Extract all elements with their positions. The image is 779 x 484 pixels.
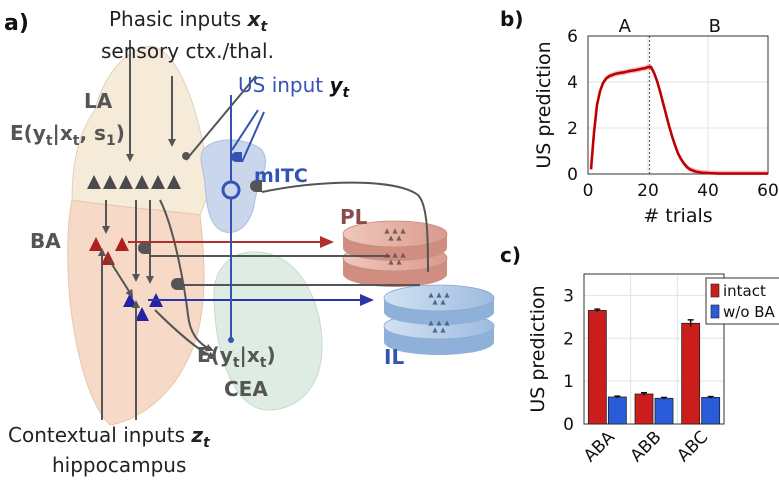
phase-label: B bbox=[709, 16, 721, 37]
mitc-label: mITC bbox=[254, 165, 308, 187]
il-stack bbox=[383, 284, 495, 355]
cea-region bbox=[213, 251, 323, 411]
mitc-neuron bbox=[221, 180, 241, 200]
panel-b-chart: b) A B 0 20 40 60 0 2 4 6 # trials US prediction bbox=[500, 7, 779, 227]
plot-frame bbox=[583, 273, 725, 425]
il-neuron bbox=[436, 320, 442, 326]
y-tick-label: 2 bbox=[563, 329, 574, 349]
bar-intact bbox=[587, 310, 607, 425]
pl-stack bbox=[342, 220, 448, 287]
il-neuron bbox=[440, 327, 446, 333]
us-connections bbox=[230, 95, 265, 340]
x-tick-label: ABA bbox=[580, 427, 619, 466]
phasic-source-label: sensory ctx./thal. bbox=[101, 39, 274, 63]
bar-without-ba bbox=[654, 397, 674, 425]
pl-neuron bbox=[396, 259, 402, 265]
x-tick-label: ABB bbox=[627, 427, 666, 466]
us-prediction-line bbox=[589, 65, 768, 175]
il-neuron bbox=[432, 299, 438, 305]
x-tick-label: 20 bbox=[637, 181, 659, 201]
bar-without-ba bbox=[607, 396, 627, 425]
contextual-source-label: hippocampus bbox=[52, 453, 186, 477]
y-tick-label: 0 bbox=[567, 165, 578, 185]
la-neuron bbox=[135, 175, 149, 189]
us-synapse bbox=[231, 152, 242, 162]
il-neuron bbox=[444, 292, 450, 298]
gray-synapses bbox=[138, 152, 262, 290]
x-tick-label: 0 bbox=[583, 181, 594, 201]
phasic-label: Phasic inputs xt bbox=[109, 7, 268, 35]
pl-neuron bbox=[396, 235, 402, 241]
bar-without-ba bbox=[701, 397, 721, 425]
y-tick-label: 4 bbox=[567, 73, 578, 93]
panel-a-diagram: a) Phasic inputs xt sensory ctx./thal. U… bbox=[4, 7, 495, 477]
us-input-label: US input yt bbox=[238, 73, 351, 101]
legend-label: intact bbox=[723, 282, 766, 300]
x-tick-label: 60 bbox=[757, 181, 779, 201]
plot-frame bbox=[587, 35, 769, 175]
cea-expression: E(yt|xt) bbox=[197, 343, 276, 371]
la-title: LA bbox=[84, 89, 113, 113]
pl-neuron bbox=[388, 259, 394, 265]
il-neuron bbox=[428, 292, 434, 298]
ba-fear-neuron bbox=[89, 237, 103, 251]
panel-c-label: c) bbox=[500, 243, 521, 267]
bar-intact bbox=[634, 393, 654, 425]
il-label: IL bbox=[384, 345, 404, 369]
il-neuron bbox=[444, 320, 450, 326]
contextual-label: Contextual inputs zt bbox=[8, 423, 211, 451]
ba-extinction-neuron bbox=[135, 307, 149, 321]
ba-label: BA bbox=[30, 229, 61, 253]
pl-neuron bbox=[392, 252, 398, 258]
y-tick-label: 6 bbox=[567, 27, 578, 47]
la-neuron bbox=[151, 175, 165, 189]
la-neuron bbox=[167, 175, 181, 189]
panel-a-label: a) bbox=[4, 11, 29, 36]
pl-neuron bbox=[400, 252, 406, 258]
la-expression: E(yt|xt, s1) bbox=[10, 121, 125, 149]
pl-label: PL bbox=[340, 205, 368, 229]
la-neuron bbox=[103, 175, 117, 189]
y-tick-label: 3 bbox=[563, 286, 574, 306]
la-neuron bbox=[119, 175, 133, 189]
il-neuron bbox=[432, 327, 438, 333]
y-tick-label: 1 bbox=[563, 372, 574, 392]
pl-neuron bbox=[392, 228, 398, 234]
la-neuron bbox=[87, 175, 101, 189]
us-target-dot bbox=[228, 337, 234, 343]
y-tick-label: 2 bbox=[567, 119, 578, 139]
phase-label: A bbox=[619, 16, 632, 37]
x-tick-label: ABC bbox=[673, 427, 712, 466]
pl-neuron bbox=[400, 228, 406, 234]
gray-connections bbox=[98, 40, 429, 420]
y-axis-label: US prediction bbox=[527, 285, 549, 412]
legend-swatch bbox=[710, 283, 720, 298]
legend-label: w/o BA bbox=[723, 303, 776, 321]
pl-neuron bbox=[384, 228, 390, 234]
il-neuron bbox=[428, 320, 434, 326]
legend-swatch bbox=[710, 304, 720, 319]
x-axis-label: # trials bbox=[643, 205, 712, 227]
y-tick-label: 0 bbox=[563, 415, 574, 435]
x-tick-label: 40 bbox=[697, 181, 719, 201]
y-axis-label: US prediction bbox=[533, 41, 555, 168]
cea-label: CEA bbox=[224, 377, 268, 401]
il-neuron bbox=[440, 299, 446, 305]
il-neuron bbox=[436, 292, 442, 298]
ba-fear-neuron bbox=[115, 237, 129, 251]
pl-neuron bbox=[388, 235, 394, 241]
panel-b-label: b) bbox=[500, 7, 523, 31]
bar-intact bbox=[681, 322, 701, 425]
